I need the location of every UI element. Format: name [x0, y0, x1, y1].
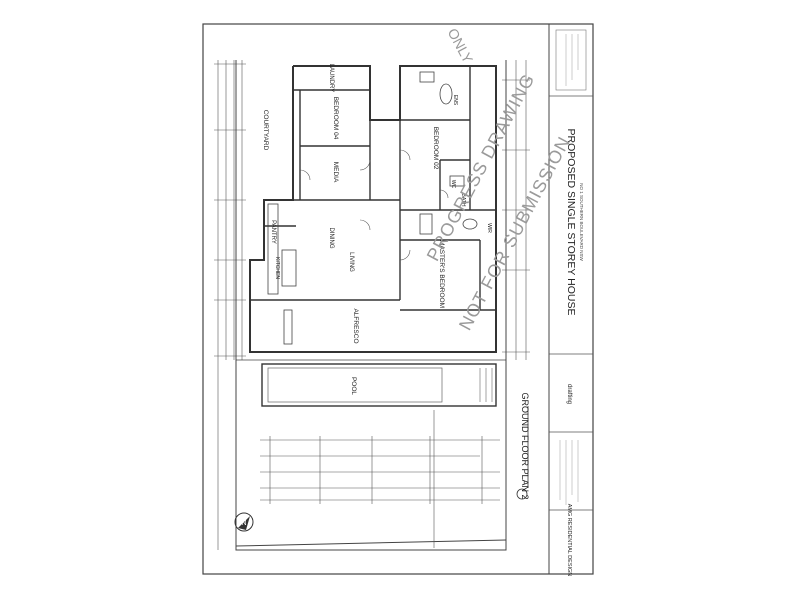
plan-title: GROUND FLOOR PLAN 2 [520, 392, 530, 499]
room-label-courtyard: COURTYARD [262, 110, 269, 151]
room-label-masters-bedroom: MASTER'S BEDROOM [438, 240, 445, 308]
room-label-bedroom2: BEDROOM 02 [432, 127, 439, 170]
pool-inner [267, 367, 443, 403]
title-block [548, 23, 594, 575]
room-label-wc: WC [450, 180, 456, 189]
room-label-pool: POOL [350, 377, 357, 395]
title-block-info-box [555, 29, 587, 91]
title-block-info-lines [565, 34, 579, 86]
room-label-laundry: LAUNDRY [328, 64, 334, 93]
room-label-bedroom4: BEDROOM 04 [332, 97, 339, 140]
plan-title-marker [516, 488, 528, 500]
project-address: NO 1 SOUTHERN BOULEVARD NSW [579, 183, 584, 261]
watermark-corner: ONLY [445, 26, 477, 67]
room-label-bath: BATH [460, 194, 466, 207]
room-label-kitchen: KITCHEN [274, 257, 280, 279]
company-name: AMG RESIDENTIAL DESIGN [566, 504, 572, 577]
room-label-living: LIVING [348, 252, 354, 272]
brand-mark: drafting [566, 384, 572, 404]
site-boundary [235, 60, 507, 551]
kitchen-benches [267, 203, 297, 345]
sheet-border [202, 23, 594, 575]
room-label-pantry: PANTRY [270, 220, 276, 244]
door-swings [299, 149, 449, 261]
title-block-notes [559, 440, 579, 505]
room-label-media: MEDIA [332, 162, 339, 183]
bathroom-fixtures [419, 71, 478, 235]
pool [261, 363, 497, 407]
north-label: N [241, 520, 246, 527]
project-title: PROPOSED SINGLE STOREY HOUSE [565, 129, 577, 316]
room-label-alfresco: ALFRESCO [352, 308, 359, 343]
dimension-lines-left [214, 60, 246, 550]
room-label-dining: DINING [328, 228, 334, 249]
site-dimensions [260, 410, 500, 548]
pool-steps [479, 368, 493, 402]
north-arrow-icon [234, 512, 254, 532]
room-label-ens: ENS [452, 95, 458, 106]
room-label-wir: WIR [486, 223, 492, 233]
